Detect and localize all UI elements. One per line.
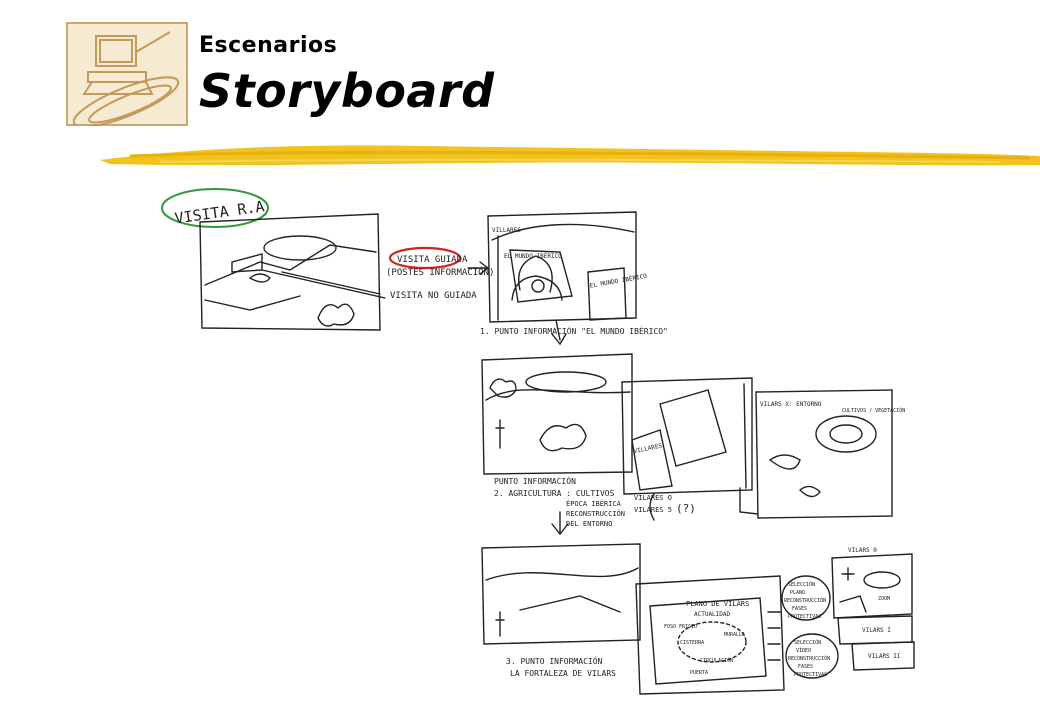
- opt1-a: SELECCIÓN: [788, 581, 815, 588]
- computer-logo-icon: [66, 22, 188, 126]
- opt1-e: PROTECTIVAS: [788, 614, 821, 620]
- visit-label: VISITA R.A: [174, 197, 266, 227]
- step2-panel-top: VILARS X: ENTORNO: [760, 401, 822, 408]
- vilars-2-label: VILARS II: [868, 653, 901, 660]
- step2-line1: PUNTO INFORMACIÓN: [494, 475, 576, 486]
- frame-1: [487, 211, 637, 323]
- guided-visit-note: (POSTES INFORMACIÓN): [386, 266, 494, 278]
- step2-question: (?): [676, 502, 696, 515]
- step2-line2: 2. AGRICULTURA : CULTIVOS: [494, 489, 615, 498]
- step2-line5: DEL ENTORNO: [566, 520, 612, 528]
- step2-line3: ÉPOCA IBÉRICA: [566, 499, 622, 508]
- zoom-label: ZOOM: [878, 596, 890, 602]
- opt1-c: RECONSTRUCCIÓN: [784, 597, 826, 604]
- step3-line1: 3. PUNTO INFORMACIÓN: [506, 655, 603, 666]
- vilars-0-label: VILARS 0: [848, 547, 877, 554]
- plan-label-3: MURALLA: [724, 632, 745, 638]
- opt2-c: RECONSTRUCCIÓN: [788, 655, 830, 662]
- unguided-visit-label: VISITA NO GUIADA: [390, 291, 477, 301]
- guided-visit-circle: [388, 246, 462, 270]
- frame1-sign: EL MUNDO IBÉRICO: [589, 272, 648, 290]
- step2-brace1: VILARES O: [634, 494, 672, 502]
- step2-panel-top2: CULTIVOS / VEGETACIÓN: [842, 407, 905, 414]
- plan-label-5: PUERTA: [690, 670, 708, 676]
- plan-label-4: CIRCULACIÓN: [700, 657, 733, 664]
- vilars-1-label: VILARS I: [862, 627, 891, 634]
- frame-3a: [481, 543, 641, 645]
- frame-2b: [621, 377, 753, 495]
- plan-title: PLANO DE VILARS: [686, 600, 749, 608]
- opt1-d: FASES: [792, 606, 807, 612]
- opt2-d: FASES: [798, 664, 813, 670]
- frame-3b: [635, 575, 785, 695]
- frame1-post: VILLARES: [492, 227, 521, 234]
- frame-overview: [199, 213, 381, 331]
- step3-line2: LA FORTALEZA DE VILARS: [510, 669, 616, 678]
- option-bubble-plan: [781, 575, 831, 621]
- guided-visit-label: VISITA GUIADA: [397, 255, 468, 265]
- step2-brace2: VILARES 5: [634, 506, 672, 514]
- frame-3c: [831, 553, 913, 619]
- plan-label-1: FOSO FRISIO: [664, 624, 697, 630]
- page-title: Storyboard: [199, 64, 495, 118]
- opt2-e: PROTECTIVAS: [794, 672, 827, 678]
- section-subtitle: Escenarios: [199, 33, 338, 58]
- step2-post: VILLARES: [633, 442, 663, 455]
- option-bubble-video: [785, 633, 839, 679]
- plan-label-2: CISTERNA: [680, 640, 704, 646]
- yellow-brush-divider: [100, 145, 1040, 166]
- opt2-a: SELECCIÓN: [794, 639, 821, 646]
- frame1-caption: 1. PUNTO INFORMACIÓN "EL MUNDO IBÉRICO": [480, 325, 668, 336]
- frame-2a: [481, 353, 633, 475]
- step2-line4: RECONSTRUCCIÓN: [566, 509, 625, 518]
- plan-subtitle: ACTUALIDAD: [694, 611, 731, 618]
- visit-label-circle: [161, 188, 269, 228]
- opt2-b: VÍDEO: [796, 646, 811, 654]
- frame-2c: [755, 389, 893, 519]
- opt1-b: PLANO: [790, 590, 805, 596]
- frame1-screen-text: EL MUNDO IBÉRICO: [504, 252, 562, 260]
